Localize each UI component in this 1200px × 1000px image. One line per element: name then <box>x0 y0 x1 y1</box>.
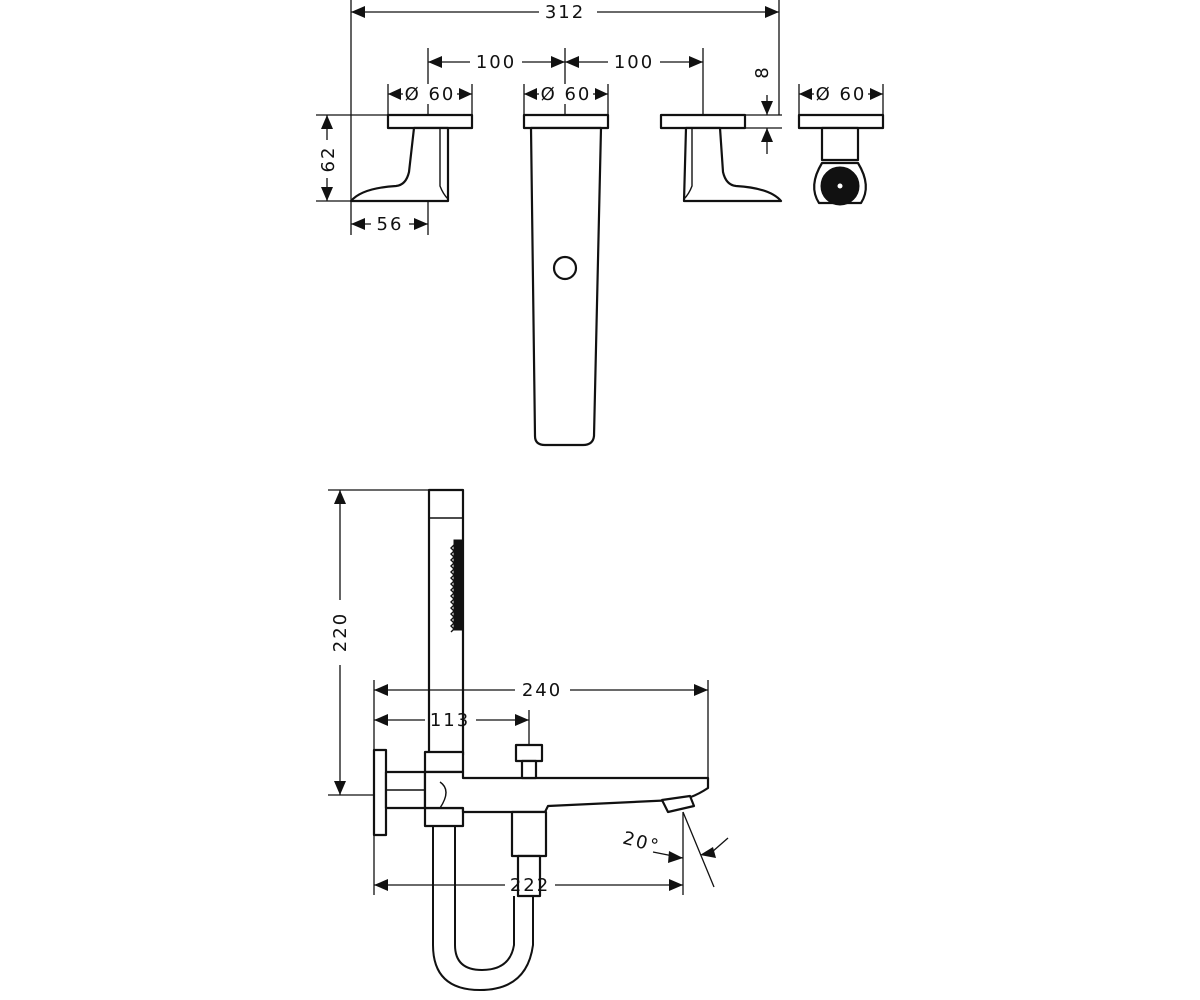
dimension-220: 220 <box>328 489 429 796</box>
dimension-240: 240 <box>373 680 709 778</box>
dimension-label-20deg: 20° <box>620 828 662 858</box>
dimension-label-113: 113 <box>430 710 470 731</box>
dimension-label-240: 240 <box>522 680 562 701</box>
dimension-222: 222 <box>373 812 684 896</box>
dimension-8: 8 <box>745 65 782 154</box>
dimension-label-dia-spout: Ø 60 <box>541 84 592 105</box>
dimension-angle-20: 20° <box>620 811 729 888</box>
spout-front <box>522 113 610 447</box>
dimension-100-pair: 100 100 <box>427 48 704 115</box>
left-handle <box>349 113 474 203</box>
diverter-knob <box>514 743 544 780</box>
hose-connector <box>510 810 548 898</box>
right-handle <box>659 113 783 203</box>
aerator-outlet <box>552 255 578 281</box>
dimension-label-8: 8 <box>752 65 773 78</box>
dimension-56: 56 <box>350 201 429 235</box>
dimension-label-dia-left: Ø 60 <box>405 84 456 105</box>
dimension-label-100-left: 100 <box>476 52 516 73</box>
dimension-label-222: 222 <box>510 875 550 896</box>
dimension-label-220: 220 <box>330 612 351 652</box>
dimension-label-dia-side: Ø 60 <box>816 84 867 105</box>
shower-holder <box>423 750 465 828</box>
dimension-312: 312 <box>350 0 780 201</box>
hand-shower <box>427 488 465 757</box>
dimension-113: 113 <box>374 710 530 745</box>
spout-body <box>384 770 710 814</box>
wall-plate <box>372 748 388 837</box>
shower-hose <box>432 826 534 992</box>
dimension-label-100-right: 100 <box>614 52 654 73</box>
dimension-62: 62 <box>316 114 388 202</box>
dimension-label-62: 62 <box>318 146 339 173</box>
handle-side-view <box>797 113 885 206</box>
dimension-label-56: 56 <box>377 214 404 235</box>
dimension-label-312: 312 <box>545 2 585 23</box>
dimension-dia-60-row: Ø 60 Ø 60 Ø 60 <box>387 84 884 115</box>
